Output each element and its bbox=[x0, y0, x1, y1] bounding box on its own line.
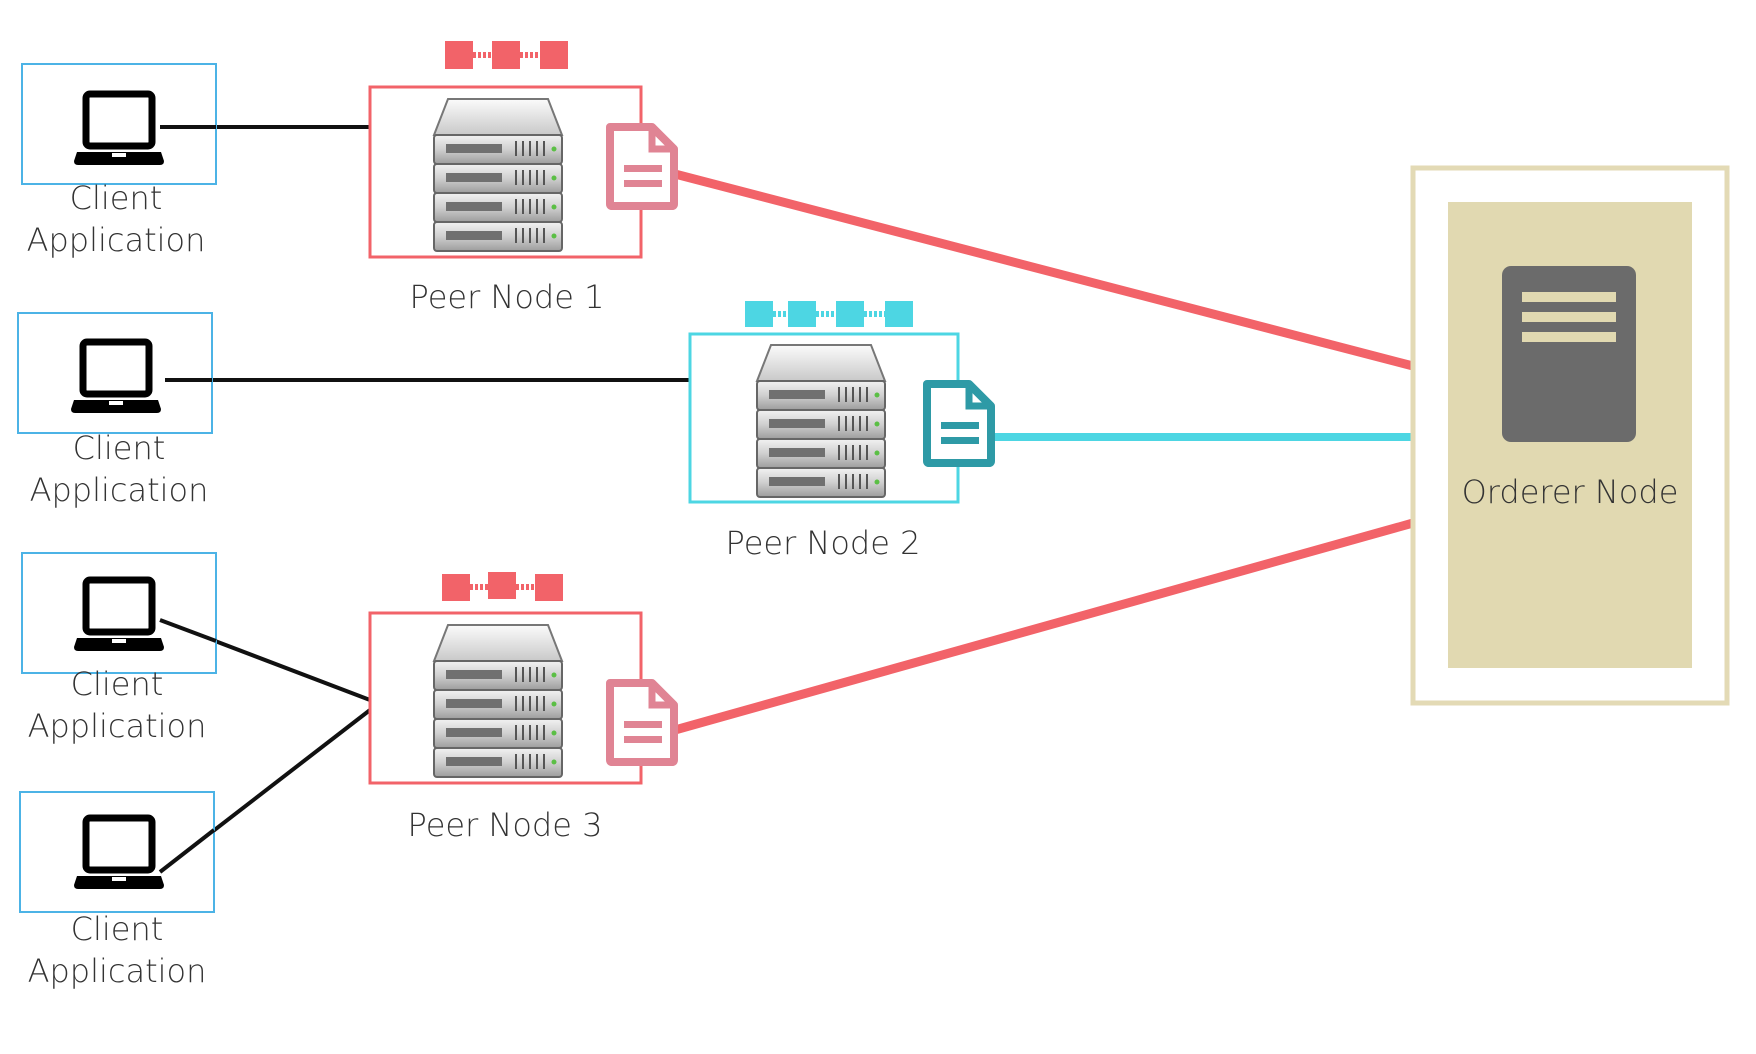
document-icon bbox=[606, 123, 678, 210]
server-icon bbox=[756, 344, 886, 498]
peer-orderer-links bbox=[673, 169, 1415, 735]
ledger-chain-icon bbox=[442, 572, 563, 601]
client-box bbox=[19, 791, 215, 913]
server-icon bbox=[433, 98, 563, 252]
client-label-1: Client Application bbox=[26, 179, 206, 259]
orderer-label: Orderer Node bbox=[1461, 473, 1679, 511]
client-label-2: Client Application bbox=[29, 429, 209, 509]
peer-label-3: Peer Node 3 bbox=[407, 806, 603, 844]
orderer-node bbox=[1410, 165, 1730, 706]
peer-label-1: Peer Node 1 bbox=[409, 278, 605, 316]
client-label-4: Client Application bbox=[27, 910, 207, 990]
document-icon bbox=[606, 679, 678, 766]
client-box bbox=[21, 552, 217, 674]
link-peer1-orderer bbox=[673, 169, 1415, 371]
client-label-3: Client Application bbox=[27, 665, 207, 745]
orderer-icon bbox=[1502, 266, 1636, 442]
peer-node-2 bbox=[688, 301, 995, 504]
client-box bbox=[17, 312, 213, 434]
client-application-1 bbox=[21, 63, 217, 185]
client-application-3 bbox=[21, 552, 217, 674]
document-icon bbox=[923, 380, 995, 467]
client-application-4 bbox=[19, 791, 216, 913]
peer-node-3 bbox=[368, 572, 678, 785]
server-icon bbox=[433, 624, 563, 778]
peer-node-1 bbox=[368, 41, 678, 259]
link-peer3-orderer bbox=[673, 518, 1415, 735]
client-application-2 bbox=[17, 312, 213, 434]
client-box bbox=[21, 63, 217, 185]
ledger-chain-icon bbox=[445, 41, 568, 69]
ledger-chain-icon bbox=[745, 301, 913, 327]
peer-label-2: Peer Node 2 bbox=[725, 524, 921, 562]
